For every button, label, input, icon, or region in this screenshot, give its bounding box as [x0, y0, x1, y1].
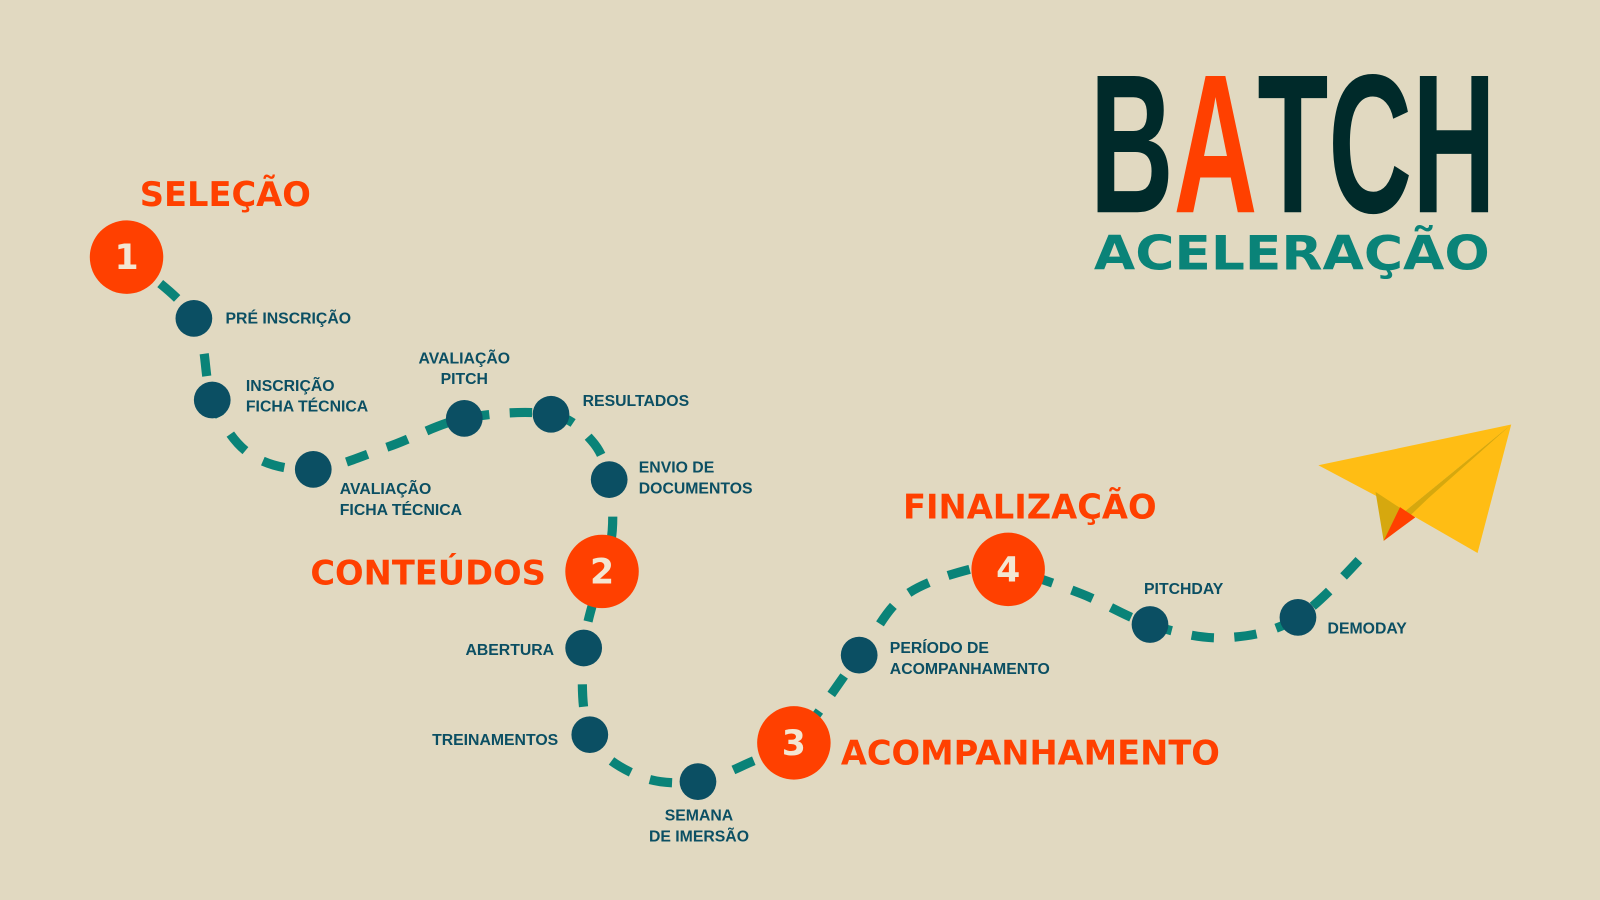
logo-subtitle: ACELERAÇÃO: [1094, 225, 1490, 281]
stage-title: SELEÇÃO: [140, 174, 311, 214]
stage-3: 3 ACOMPANHAMENTO: [757, 706, 1220, 780]
step-label-line: ENVIO DE: [639, 459, 715, 476]
step-label-line: SEMANA: [665, 807, 733, 824]
paper-plane-icon: [1318, 424, 1512, 554]
journey-path: [123, 253, 1376, 788]
step-label-line: INSCRIÇÃO: [246, 375, 335, 395]
step-label: PITCHDAY: [1144, 581, 1224, 598]
step-label: RESULTADOS: [583, 393, 689, 410]
stage-title: CONTEÚDOS: [310, 553, 546, 593]
step-label-line: PITCHDAY: [1144, 581, 1224, 598]
logo-letter: T: [1257, 33, 1328, 254]
step-dot: [532, 395, 570, 433]
step-dot: [590, 461, 628, 498]
stage-title: FINALIZAÇÃO: [903, 486, 1157, 526]
stage-number: 4: [996, 550, 1020, 590]
step-label-line: PERÍODO DE: [890, 638, 989, 657]
step-dot: [565, 629, 603, 667]
step-label-line: TREINAMENTOS: [432, 732, 558, 749]
logo-brand-text: BATCH: [1090, 33, 1496, 254]
step-dot: [193, 381, 231, 419]
step-label: PRÉ INSCRIÇÃO: [226, 307, 352, 327]
batch-logo: BATCH ACELERAÇÃO: [1090, 33, 1496, 281]
step-label: ENVIO DE DOCUMENTOS: [639, 459, 753, 497]
step-label-line: AVALIAÇÃO: [340, 478, 432, 498]
stage-number-badge: [89, 220, 164, 294]
step-label-line: DEMODAY: [1328, 621, 1408, 638]
step-label-line: DOCUMENTOS: [639, 480, 753, 497]
step-label-line: DE IMERSÃO: [649, 825, 749, 845]
step-dot: [1279, 598, 1317, 636]
step-label: PERÍODO DE ACOMPANHAMENTO: [890, 638, 1050, 678]
logo-accent-letter: A: [1174, 33, 1258, 254]
stage-number: 3: [782, 724, 806, 764]
step-label-line: PITCH: [441, 371, 488, 388]
step-label-line: RESULTADOS: [583, 393, 689, 410]
step-label: INSCRIÇÃO FICHA TÉCNICA: [246, 375, 368, 416]
step-label: DEMODAY: [1328, 621, 1408, 638]
step-dot: [840, 636, 878, 674]
step-label-line: FICHA TÉCNICA: [340, 500, 462, 519]
logo-letter: C: [1328, 33, 1412, 254]
stage-number: 2: [590, 552, 614, 592]
logo-letter: H: [1412, 33, 1496, 254]
step-label: AVALIAÇÃO PITCH: [419, 347, 511, 388]
stage-number-badge: [971, 532, 1045, 607]
step-label-line: AVALIAÇÃO: [419, 347, 511, 367]
step-dot: [445, 400, 483, 437]
step-dot: [571, 716, 609, 754]
step-label: TREINAMENTOS: [432, 732, 558, 749]
stage-number: 1: [114, 238, 138, 278]
step-label-line: ABERTURA: [465, 642, 554, 659]
step-dot: [175, 300, 213, 337]
step-label-line: ACOMPANHAMENTO: [890, 661, 1050, 678]
logo-letter: B: [1090, 33, 1174, 254]
step-dot: [679, 763, 717, 800]
stage-number-badge: [757, 706, 831, 780]
stage-number-badge: [565, 534, 639, 609]
step-label-line: FICHA TÉCNICA: [246, 397, 368, 416]
step-dot: [294, 451, 332, 488]
stage-4: 4 FINALIZAÇÃO: [903, 486, 1157, 607]
stage-2: 2 CONTEÚDOS: [310, 534, 639, 609]
stage-title: ACOMPANHAMENTO: [841, 733, 1220, 772]
step-label-line: PRÉ INSCRIÇÃO: [226, 307, 352, 327]
step-dot: [1131, 606, 1169, 643]
step-label: ABERTURA: [465, 642, 554, 659]
step-label: AVALIAÇÃO FICHA TÉCNICA: [340, 478, 462, 519]
